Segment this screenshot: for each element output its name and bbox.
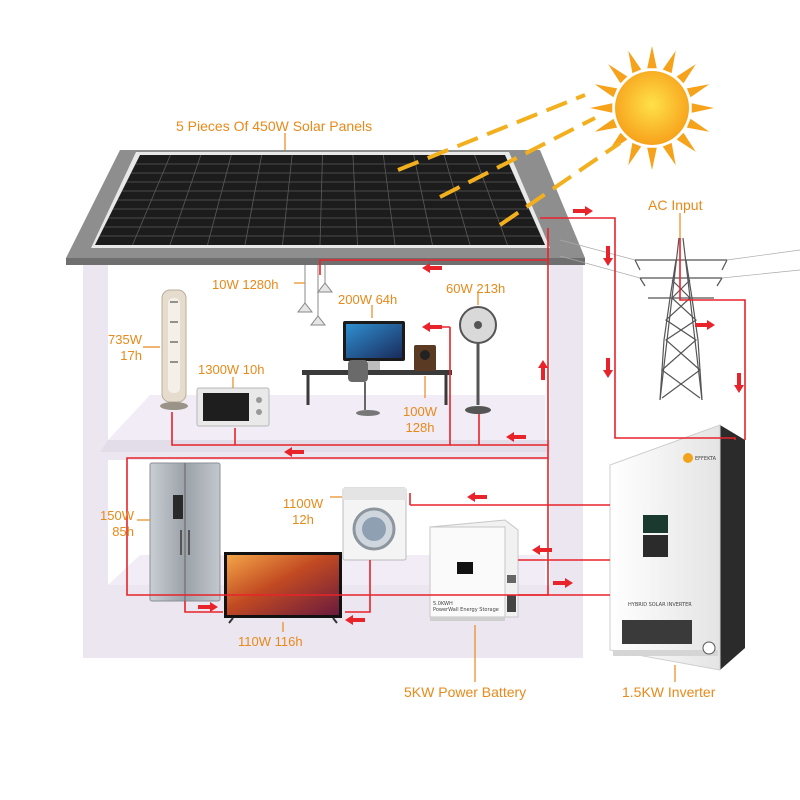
inverter-subtitle: HYBRID SOLAR INVERTER [628, 602, 692, 608]
sun-ray [691, 103, 714, 113]
washer-hours-label: 12h [292, 512, 314, 527]
sun-ray [662, 50, 676, 74]
desk-computer-icon [302, 321, 452, 416]
flow-arrow [467, 492, 487, 502]
television-icon [224, 552, 342, 624]
sun-ray [686, 118, 710, 132]
speaker-watts-label: 100W [403, 404, 437, 419]
sun-ray [628, 142, 642, 166]
stand-fan-icon [459, 306, 497, 414]
inverter-brand: EFFEKTA [695, 456, 717, 462]
battery-device-subtitle: PowerWall Energy Storage [433, 607, 499, 613]
tv-label: 110W 116h [238, 634, 303, 649]
flow-arrow [553, 578, 573, 588]
flow-arrow [506, 432, 526, 442]
roof-edge [66, 258, 585, 265]
flow-arrow [198, 602, 218, 612]
flow-arrow [603, 246, 613, 266]
tower-fan-hours-label: 17h [120, 348, 142, 363]
lights-label: 10W 1280h [212, 277, 279, 292]
flow-arrow [284, 447, 304, 457]
sun-ray [686, 84, 710, 98]
flow-arrow [345, 615, 365, 625]
sun-disc [615, 71, 689, 145]
battery-device-title: 5.0KWH [433, 601, 453, 607]
transmission-tower-icon [559, 237, 800, 401]
sun-ray [628, 50, 642, 74]
microwave-label: 1300W 10h [198, 362, 265, 377]
tower-fan-watts-label: 735W [108, 332, 142, 347]
pendant-lights-icon [296, 265, 334, 326]
refrigerator-icon [149, 462, 221, 602]
flow-arrow [603, 358, 613, 378]
inverter-icon: EFFEKTA HYBRID SOLAR INVERTER [609, 424, 745, 671]
sun-ray [594, 118, 618, 132]
sun-ray [676, 132, 696, 152]
ac-input-label: AC Input [648, 197, 703, 213]
inverter-label: 1.5KW Inverter [622, 684, 716, 700]
sun-ray [608, 64, 628, 84]
battery-label: 5KW Power Battery [404, 684, 527, 700]
washer-watts-label: 1100W [282, 496, 324, 511]
speaker-hours-label: 128h [405, 420, 435, 435]
fridge-watts-label: 150W [100, 508, 134, 523]
flow-arrow [573, 206, 593, 216]
upper-floor [100, 440, 550, 452]
solar-panel-array [91, 152, 550, 248]
flow-arrows [198, 206, 744, 625]
sun-ray [647, 46, 657, 69]
sun-rays [397, 93, 622, 227]
sun-ray [590, 103, 613, 113]
microwave-icon [196, 387, 270, 427]
flow-arrow [538, 360, 548, 380]
sun-ray [662, 142, 676, 166]
fan-label: 60W 213h [446, 281, 506, 296]
sun-ray [676, 64, 696, 84]
washing-machine-icon [342, 487, 407, 561]
flow-arrow [422, 322, 442, 332]
tower-fan-icon [160, 289, 188, 410]
flow-arrow [532, 545, 552, 555]
flow-arrow [734, 373, 744, 393]
wiring [126, 217, 746, 613]
flow-arrow [695, 320, 715, 330]
computer-label: 200W 64h [338, 292, 398, 307]
sun-icon [590, 46, 714, 170]
fridge-hours-label: 85h [112, 524, 134, 539]
flow-arrow [422, 263, 442, 273]
sun-ray [594, 84, 618, 98]
battery-icon: 5.0KWH PowerWall Energy Storage [429, 519, 519, 621]
label-leaders [137, 133, 681, 682]
sun-ray [647, 147, 657, 170]
solar-panels-label: 5 Pieces Of 450W Solar Panels [176, 118, 373, 134]
